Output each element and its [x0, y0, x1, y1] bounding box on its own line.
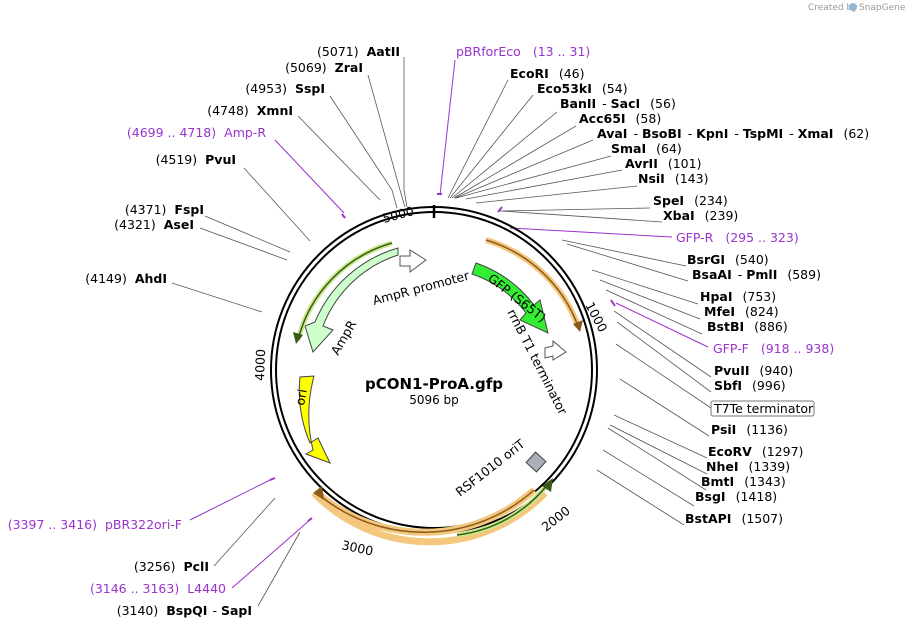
site-avai: AvaI- BsoBI- KpnI- TspMI- XmaI(62) [597, 126, 869, 141]
site-smai: SmaI(64) [611, 141, 682, 156]
site-sspi: (4953)SspI [245, 81, 325, 96]
site-ahdi: (4149)AhdI [85, 271, 167, 286]
site-bspqi: (3140)BspQI- SapI [117, 603, 252, 618]
site-eco53ki: Eco53kI(54) [537, 81, 628, 96]
site-bstapi: BstAPI(1507) [685, 511, 783, 526]
site-nsii: NsiI(143) [638, 171, 708, 186]
site-avrii: AvrII(101) [625, 156, 701, 171]
primer-pbrforeco: pBRforEco(13 .. 31) [456, 44, 590, 59]
ampr-feature [293, 240, 399, 353]
site-fspi: (4371)FspI [125, 202, 204, 217]
site-zrai: (5069)ZraI [285, 60, 363, 75]
tick-4000: 4000 [252, 349, 268, 381]
primer-amp-r: (4699 .. 4718)Amp-R [127, 125, 266, 140]
site-bmti: BmtI(1343) [701, 474, 786, 489]
site-asei: (4321)AseI [114, 217, 194, 232]
primer-pbr322ori-f: (3397 .. 3416)pBR322ori-F [8, 517, 182, 532]
tick-2000: 2000 [539, 503, 573, 534]
primer-marks [269, 193, 616, 522]
feature-label-rsf1010: RSF1010 oriT [453, 436, 528, 499]
rrnb-terminator-feature [544, 339, 567, 361]
ampr-promoter-feature [399, 249, 427, 273]
site-banii: BanII- SacI(56) [560, 96, 676, 111]
tick-3000: 3000 [340, 537, 374, 558]
site-hpai: HpaI(753) [700, 289, 776, 304]
orf-arcs [311, 237, 583, 546]
primer-callouts [189, 59, 709, 589]
site-pcli: (3256)PclI [134, 559, 209, 574]
credit-created-by: Created by [808, 3, 858, 13]
site-ecori: EcoRI(46) [510, 66, 584, 81]
site-sbfi: SbfI(996) [714, 378, 786, 393]
t7te-terminator-label: T7Te terminator [710, 400, 815, 417]
site-bsaai: BsaAI- PmlI(589) [692, 267, 821, 282]
rsf1010-orit-feature [456, 451, 553, 538]
svg-text:T7Te terminator: T7Te terminator [713, 401, 814, 416]
primer-gfp-r: GFP-R(295 .. 323) [676, 230, 799, 245]
snapgene-logo-icon [849, 3, 857, 11]
site-pvuii: PvuII(940) [714, 363, 793, 378]
site-acc65i: Acc65I(58) [579, 111, 661, 126]
credit-brand: SnapGene [859, 3, 906, 13]
site-psii: PsiI(1136) [711, 422, 788, 437]
right-site-labels: EcoRI(46) Eco53kI(54) BanII- SacI(56) Ac… [510, 66, 869, 526]
feature-label-ori: ori [292, 388, 310, 407]
site-aatii: (5071)AatII [317, 44, 400, 59]
feature-label-ampr-promoter: AmpR promoter [371, 267, 472, 307]
site-mfei: MfeI(824) [704, 304, 779, 319]
feature-label-ampr: AmpR [328, 317, 360, 357]
ori-feature [298, 375, 331, 464]
gfp-feature [471, 262, 549, 334]
site-bstbi: BstBI(886) [707, 319, 788, 334]
site-spei: SpeI(234) [653, 193, 728, 208]
left-primer-labels: (4699 .. 4718)Amp-R (3397 .. 3416)pBR322… [8, 125, 267, 596]
primer-gfp-f: GFP-F(918 .. 938) [713, 341, 834, 356]
plasmid-name: pCON1-ProA.gfp [365, 375, 503, 393]
site-nhei: NheI(1339) [706, 459, 790, 474]
callout-lines [171, 57, 712, 607]
site-bsgi: BsgI(1418) [695, 489, 777, 504]
site-ecorv: EcoRV(1297) [708, 444, 803, 459]
left-site-labels: (5071)AatII (5069)ZraI (4953)SspI (4748)… [85, 44, 400, 618]
site-xbai: XbaI(239) [663, 208, 738, 223]
site-bsrgi: BsrGI(540) [687, 252, 769, 267]
primer-l4440: (3146 .. 3163)L4440 [90, 581, 226, 596]
plasmid-size: 5096 bp [409, 393, 459, 407]
tick-5000: 5000 [381, 203, 416, 226]
right-primer-labels: GFP-R(295 .. 323) GFP-F(918 .. 938) [676, 230, 834, 356]
site-pvui: (4519)PvuI [156, 152, 236, 167]
site-xmni: (4748)XmnI [207, 103, 293, 118]
